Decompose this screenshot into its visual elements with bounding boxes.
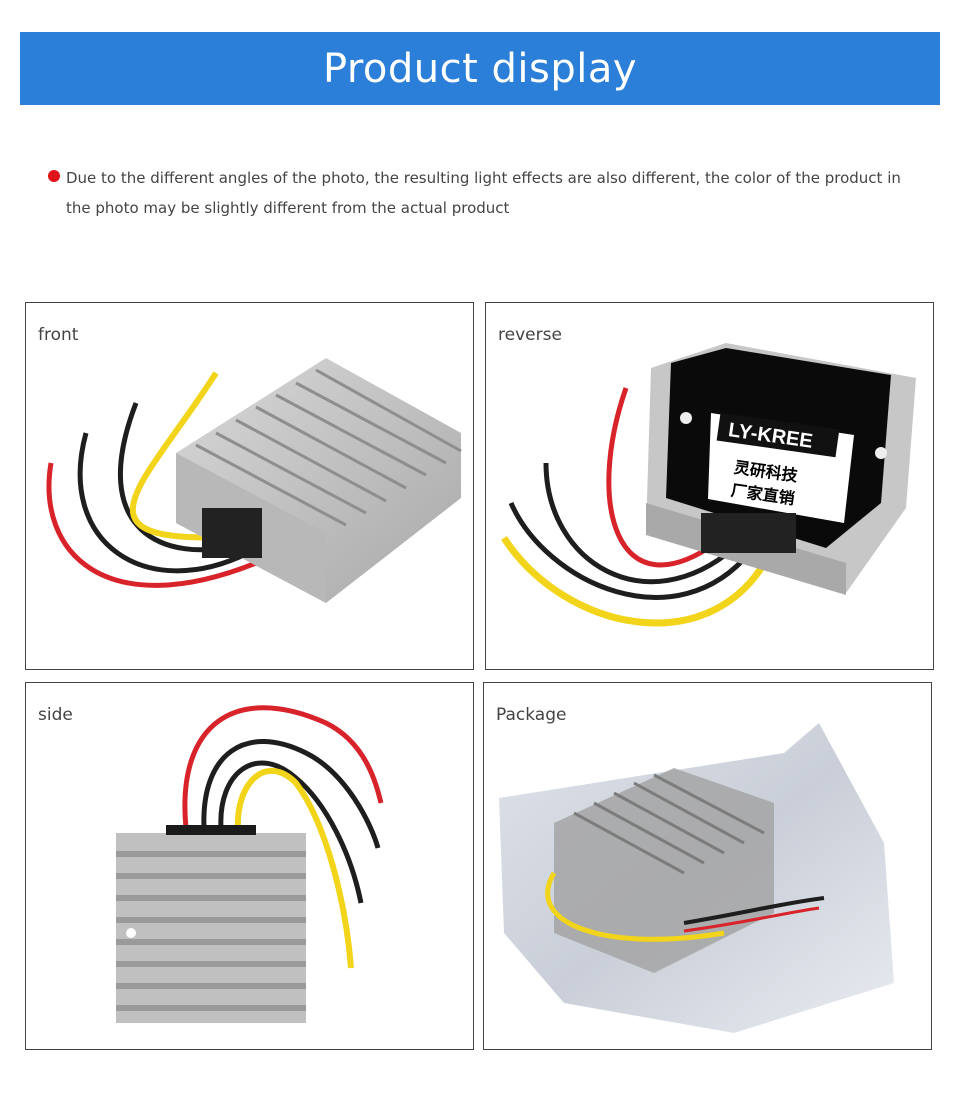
package-product-image bbox=[499, 723, 894, 1033]
title-banner: Product display bbox=[20, 32, 940, 105]
notice: Due to the different angles of the photo… bbox=[48, 163, 928, 223]
side-product-image bbox=[116, 705, 384, 1023]
panel-label: Package bbox=[496, 705, 567, 725]
panel-front: front bbox=[25, 302, 474, 670]
notice-text: Due to the different angles of the photo… bbox=[66, 169, 901, 217]
front-product-image bbox=[46, 358, 462, 603]
reverse-product-image bbox=[501, 343, 916, 627]
panel-label: front bbox=[38, 325, 79, 345]
panel-side: side bbox=[25, 682, 474, 1050]
panel-label: side bbox=[38, 705, 73, 725]
panel-label: reverse bbox=[498, 325, 562, 345]
panel-package: Package bbox=[483, 682, 932, 1050]
panel-reverse: reverse LY-KREE 灵研科技 厂家直销 bbox=[485, 302, 934, 670]
bullet-dot-icon bbox=[48, 170, 60, 182]
page-title: Product display bbox=[322, 45, 638, 92]
